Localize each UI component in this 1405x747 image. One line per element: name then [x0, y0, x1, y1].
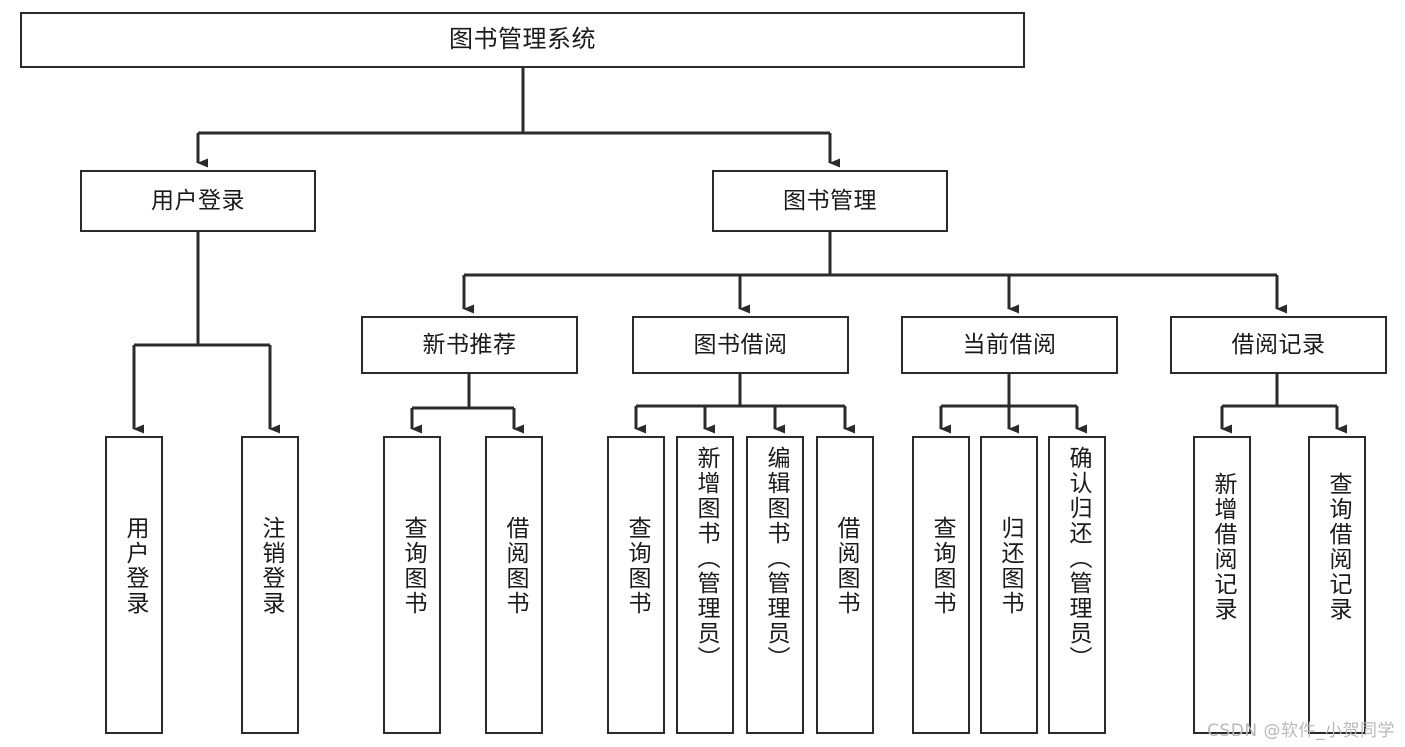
node-book-manage[interactable]: 图书管理 — [712, 170, 948, 232]
watermark: CSDN @软件_小贺同学 — [1207, 721, 1395, 741]
node-borrow-record[interactable]: 借阅记录 — [1170, 316, 1387, 374]
node-leaf-query-book-3[interactable]: 查询图书 — [912, 436, 970, 734]
node-root[interactable]: 图书管理系统 — [20, 12, 1025, 68]
node-current-borrow[interactable]: 当前借阅 — [901, 316, 1118, 374]
node-leaf-query-book-1[interactable]: 查询图书 — [383, 436, 441, 734]
node-leaf-borrow-book-2-label: 借阅图书 — [832, 516, 859, 616]
node-leaf-user-login[interactable]: 用户登录 — [105, 436, 163, 734]
node-leaf-query-borrow-record[interactable]: 查询借阅记录 — [1308, 436, 1366, 734]
node-leaf-borrow-book-2[interactable]: 借阅图书 — [816, 436, 874, 734]
node-leaf-user-logout[interactable]: 注销登录 — [241, 436, 299, 734]
node-leaf-edit-book[interactable]: 编辑图书（管理员） — [746, 436, 804, 734]
node-leaf-query-book-3-label: 查询图书 — [928, 516, 955, 616]
node-book-borrow-label: 图书借阅 — [693, 331, 788, 358]
node-leaf-add-book-label: 新增图书（管理员） — [692, 446, 719, 671]
node-leaf-user-login-label: 用户登录 — [121, 516, 148, 616]
node-leaf-add-book[interactable]: 新增图书（管理员） — [676, 436, 734, 734]
node-leaf-query-book-2-label: 查询图书 — [623, 516, 650, 616]
node-user-login[interactable]: 用户登录 — [80, 170, 316, 232]
node-user-login-label: 用户登录 — [151, 187, 245, 214]
node-leaf-user-logout-label: 注销登录 — [257, 516, 284, 616]
node-leaf-edit-book-label: 编辑图书（管理员） — [762, 446, 789, 671]
node-leaf-query-book-1-label: 查询图书 — [399, 516, 426, 616]
node-current-borrow-label: 当前借阅 — [962, 331, 1057, 358]
node-leaf-borrow-book-1-label: 借阅图书 — [501, 516, 528, 616]
node-book-manage-label: 图书管理 — [783, 187, 877, 214]
node-root-label: 图书管理系统 — [449, 25, 596, 54]
node-leaf-confirm-return-label: 确认归还（管理员） — [1064, 446, 1091, 671]
node-leaf-query-borrow-record-label: 查询借阅记录 — [1324, 472, 1351, 622]
node-book-borrow[interactable]: 图书借阅 — [632, 316, 849, 374]
node-leaf-add-borrow-record[interactable]: 新增借阅记录 — [1193, 436, 1251, 734]
node-leaf-confirm-return[interactable]: 确认归还（管理员） — [1048, 436, 1106, 734]
node-leaf-return-book[interactable]: 归还图书 — [980, 436, 1038, 734]
node-new-book-recommend-label: 新书推荐 — [422, 331, 517, 358]
node-leaf-borrow-book-1[interactable]: 借阅图书 — [485, 436, 543, 734]
node-new-book-recommend[interactable]: 新书推荐 — [361, 316, 578, 374]
node-leaf-query-book-2[interactable]: 查询图书 — [607, 436, 665, 734]
node-leaf-add-borrow-record-label: 新增借阅记录 — [1209, 472, 1236, 622]
node-leaf-return-book-label: 归还图书 — [996, 516, 1023, 616]
node-borrow-record-label: 借阅记录 — [1231, 331, 1326, 358]
